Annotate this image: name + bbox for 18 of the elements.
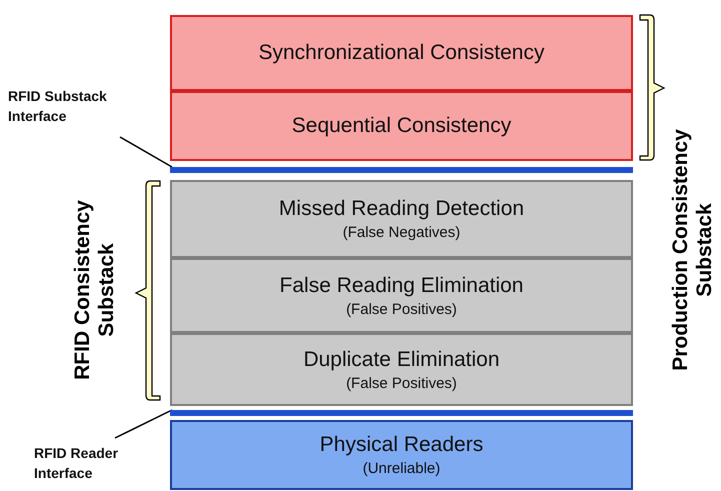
substack-label: RFID Consistency Substack (70, 199, 119, 382)
layer-note: (Unreliable) (362, 460, 440, 477)
leader-line (120, 136, 172, 168)
layer-title: Duplicate Elimination (303, 348, 500, 372)
layer-note: (False Positives) (346, 374, 457, 392)
layer-title: Sequential Consistency (292, 114, 512, 138)
layer-title: Synchronizational Consistency (258, 41, 544, 65)
layer-note: (False Positives) (346, 300, 457, 318)
interface-label: RFID Reader Interface (34, 443, 144, 489)
layer-title: Missed Reading Detection (278, 197, 524, 221)
leader-line (114, 409, 172, 439)
layer-title: Physical Readers (320, 433, 484, 457)
interface-label: RFID Substack Interface (8, 86, 138, 132)
substack-label: Production Consistency Substack (668, 128, 717, 373)
layer-title: False Reading Elimination (280, 274, 524, 298)
interface-bar (170, 167, 633, 173)
layer-note: (False Negatives) (342, 224, 460, 241)
interface-bar (170, 410, 633, 416)
